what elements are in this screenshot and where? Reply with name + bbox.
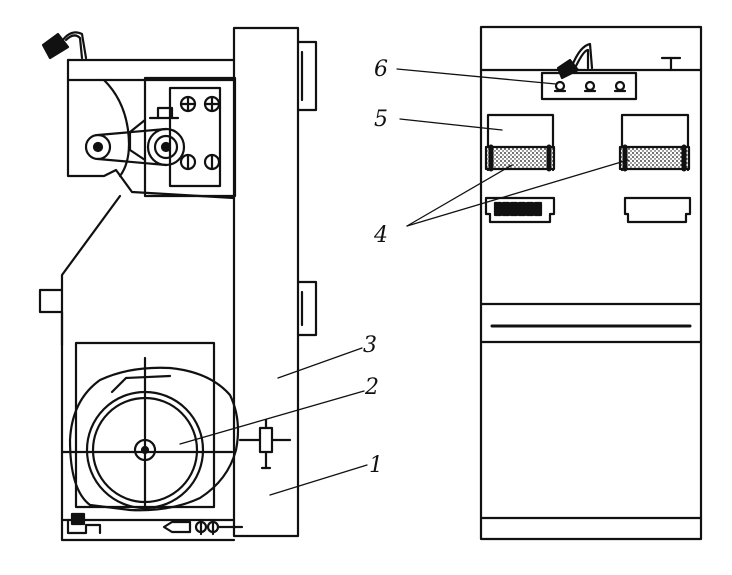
right-wheel-guard — [618, 113, 691, 172]
callout-labels: 6 5 4 3 2 1 — [363, 57, 388, 478]
left-tool-rest — [484, 196, 556, 224]
label-2: 2 — [364, 375, 379, 400]
column — [232, 26, 318, 538]
leader-3 — [277, 347, 363, 379]
top-knob — [660, 56, 682, 72]
label-3: 3 — [363, 333, 377, 358]
upper-head-housing — [66, 58, 237, 200]
electric-motor — [68, 366, 240, 512]
label-6: 6 — [374, 57, 388, 82]
leader-5 — [399, 118, 503, 131]
head-pulleys — [84, 106, 186, 167]
machine-body — [38, 194, 236, 542]
leader-1 — [269, 464, 368, 496]
left-wheel-guard — [484, 113, 556, 172]
leader-lines — [179, 68, 629, 496]
front-view — [479, 25, 703, 541]
leader-4a — [406, 164, 513, 227]
label-1: 1 — [369, 453, 383, 478]
side-tap — [238, 418, 292, 470]
front-cabinet — [479, 25, 703, 541]
bottom-switches-side — [66, 512, 244, 536]
side-view — [38, 26, 318, 542]
leader-4b — [406, 159, 629, 227]
right-tool-rest — [623, 196, 692, 224]
leader-6 — [396, 68, 557, 85]
lamp-fitting-side — [41, 31, 88, 60]
label-5: 5 — [374, 107, 388, 132]
control-panel — [540, 71, 638, 101]
label-4: 4 — [373, 223, 388, 248]
leader-2 — [179, 390, 365, 445]
